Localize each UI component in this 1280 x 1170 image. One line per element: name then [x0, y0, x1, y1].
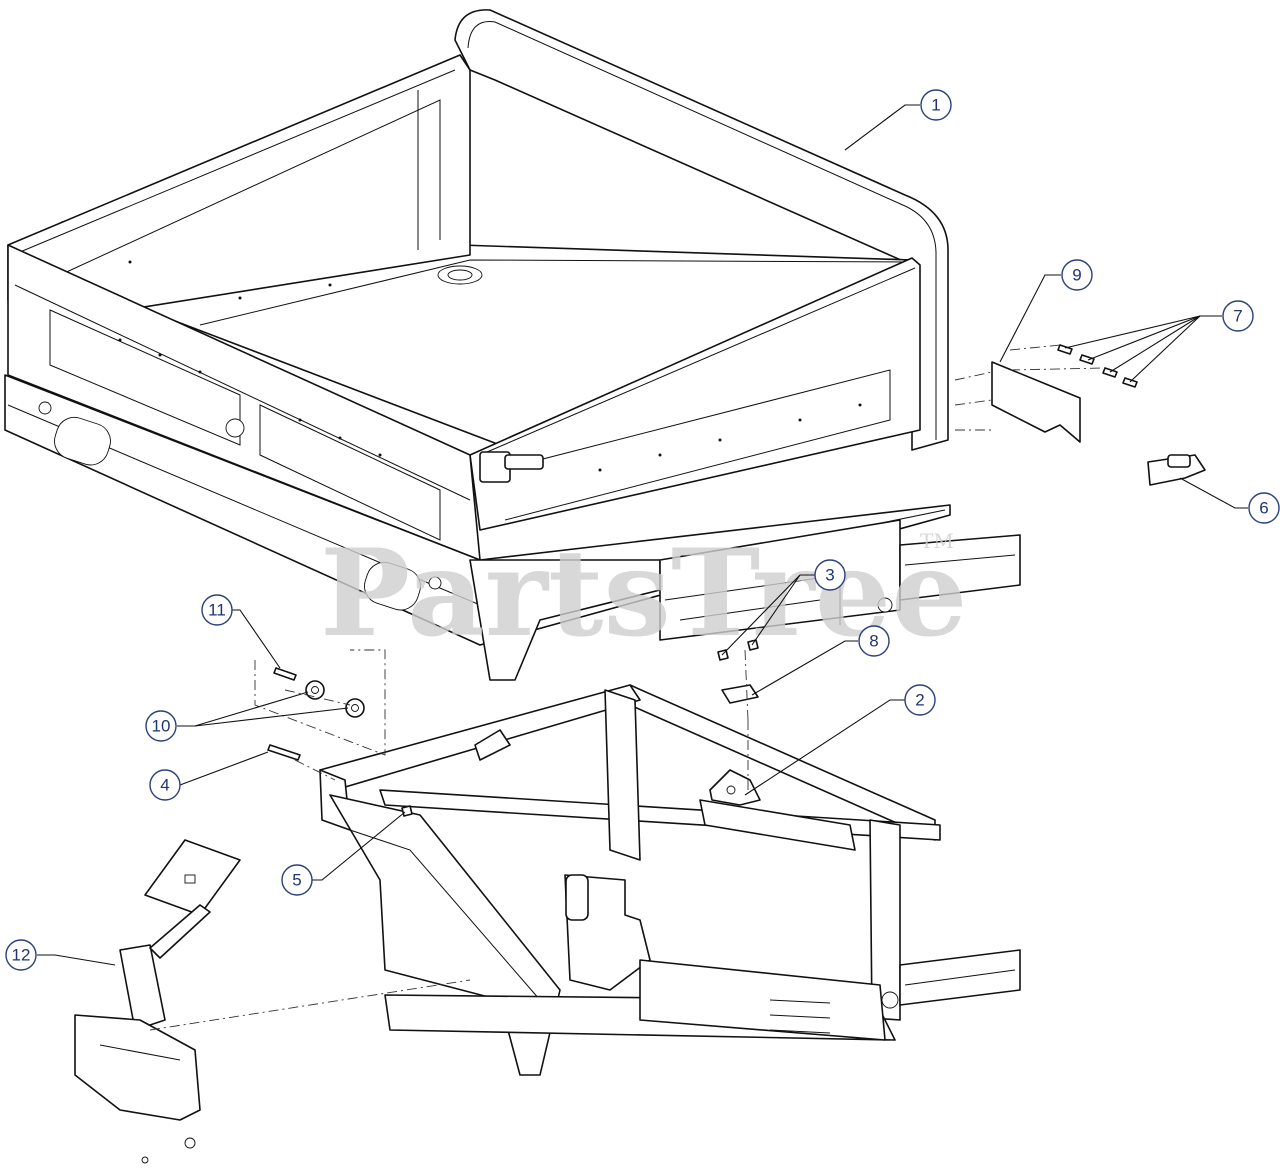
callout-4: 4: [149, 769, 181, 801]
callout-12: 12: [5, 939, 37, 971]
leader-lines: [37, 104, 1248, 966]
callout-2: 2: [904, 684, 936, 716]
pivot-plate-part-2: [709, 769, 761, 806]
callout-7-label: 7: [1233, 307, 1242, 326]
callout-10-label: 10: [152, 717, 171, 736]
callout-3-label: 3: [825, 566, 834, 585]
screw-part-5: [401, 805, 413, 817]
callout-2-label: 2: [915, 691, 924, 710]
nuts-part-10: [305, 680, 365, 718]
pin-part-11: [273, 667, 297, 681]
callout-9: 9: [1061, 259, 1093, 291]
callout-6: 6: [1248, 492, 1280, 524]
callout-11: 11: [201, 594, 233, 626]
cargo-box: [4, 9, 1021, 681]
watermark-trademark: TM: [920, 529, 954, 553]
assembly-lines: [149, 344, 1106, 1031]
callout-5-label: 5: [292, 871, 301, 890]
bolt-part-4: [267, 744, 301, 761]
callout-8: 8: [858, 625, 890, 657]
cargo-box-front-panel: [454, 9, 949, 451]
callout-12-label: 12: [12, 946, 31, 965]
actuator-part-12: [74, 839, 241, 1164]
callout-10: 10: [145, 710, 177, 742]
callout-9-label: 9: [1072, 266, 1081, 285]
callout-5: 5: [281, 864, 313, 896]
callout-7: 7: [1222, 300, 1254, 332]
callout-6-label: 6: [1259, 499, 1268, 518]
cargo-box-right-wall: [469, 257, 921, 531]
box-rail-extension: [899, 534, 1021, 601]
callout-1-label: 1: [931, 96, 940, 115]
screws-part-3: [717, 639, 759, 661]
callout-1: 1: [920, 89, 952, 121]
callout-4-label: 4: [160, 776, 169, 795]
cargo-box-rivets: [118, 260, 862, 472]
block-part-8: [721, 684, 759, 704]
bracket-part-9: [991, 361, 1081, 443]
callout-8-label: 8: [869, 632, 878, 651]
frame-right-post: [869, 819, 901, 1021]
bolts-part-7: [1057, 344, 1138, 388]
chassis-frame: [319, 684, 1021, 1076]
latch-part-6: [1147, 454, 1206, 486]
callout-11-label: 11: [208, 601, 226, 620]
callout-3: 3: [814, 559, 846, 591]
